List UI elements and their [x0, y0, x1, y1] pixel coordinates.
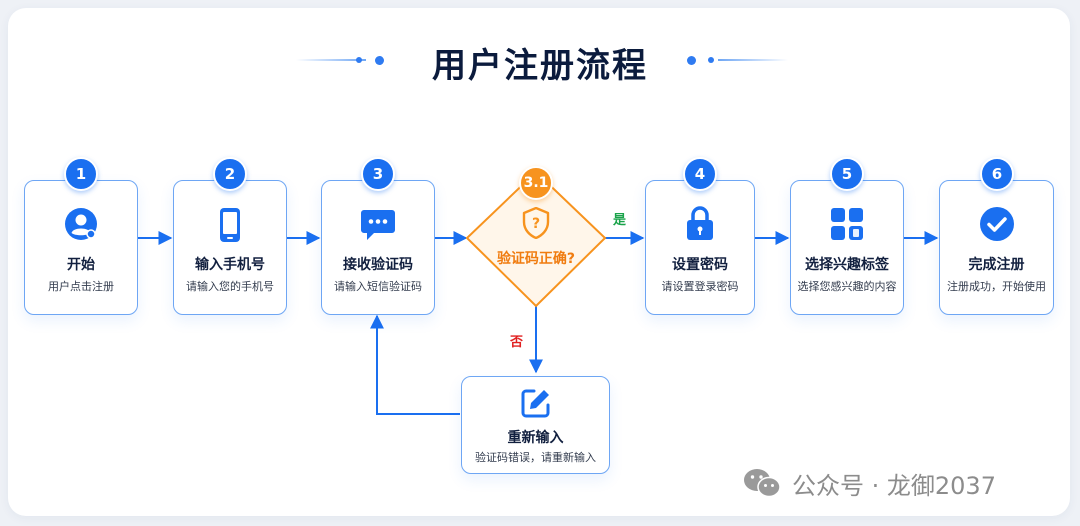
step-name: 完成注册	[968, 257, 1025, 273]
step-finish: 完成注册 注册成功，开始使用	[939, 180, 1054, 315]
step-desc: 注册成功，开始使用	[947, 280, 1046, 293]
edit-icon	[521, 389, 549, 418]
decision-diamond	[465, 170, 607, 308]
step-name: 设置密码	[672, 257, 728, 273]
watermark-text: 公众号 · 龙御2037	[792, 472, 996, 500]
retry-desc: 验证码错误，请重新输入	[475, 451, 596, 464]
step-desc: 请输入短信验证码	[334, 280, 422, 293]
step-badge-1: 1	[64, 157, 98, 191]
message-icon	[361, 210, 395, 240]
title-decoration-left	[296, 55, 396, 65]
check-circle-icon	[979, 207, 1014, 241]
decision-text: 验证码正确?	[496, 251, 576, 267]
shield-question-icon: ?	[522, 207, 550, 239]
step-desc: 请输入您的手机号	[186, 280, 274, 293]
page-title: 用户注册流程	[432, 46, 648, 86]
step-retry: 重新输入 验证码错误，请重新输入	[461, 376, 610, 474]
no-label: 否	[510, 335, 524, 350]
step-desc: 选择您感兴趣的内容	[797, 280, 897, 293]
user-icon	[65, 208, 97, 240]
step-desc: 用户点击注册	[48, 280, 114, 293]
step-select-tags: 选择兴趣标签 选择您感兴趣的内容	[790, 180, 904, 315]
step-badge-4: 4	[683, 157, 717, 191]
step-set-password: 设置密码 请设置登录密码	[645, 180, 755, 315]
step-receive-code: 接收验证码 请输入短信验证码	[321, 180, 435, 315]
step-name: 开始	[67, 257, 95, 273]
retry-name: 重新输入	[507, 430, 564, 446]
step-badge-3-1: 3.1	[519, 166, 553, 200]
step-badge-6: 6	[980, 157, 1014, 191]
lock-icon	[687, 206, 713, 240]
title-decoration-right	[686, 55, 788, 65]
arrow-retry-to-code	[370, 314, 460, 415]
step-name: 输入手机号	[195, 257, 265, 273]
phone-icon	[220, 208, 240, 242]
wechat-icon	[744, 469, 781, 498]
step-enter-phone: 输入手机号 请输入您的手机号	[173, 180, 287, 315]
apps-icon	[831, 208, 863, 240]
step-badge-3: 3	[361, 157, 395, 191]
yes-label: 是	[613, 213, 627, 228]
step-badge-2: 2	[213, 157, 247, 191]
step-name: 选择兴趣标签	[805, 257, 889, 273]
step-start: 开始 用户点击注册	[24, 180, 138, 315]
svg-text:?: ?	[532, 216, 540, 232]
step-badge-5: 5	[830, 157, 864, 191]
step-name: 接收验证码	[343, 257, 413, 273]
step-desc: 请设置登录密码	[661, 280, 739, 293]
